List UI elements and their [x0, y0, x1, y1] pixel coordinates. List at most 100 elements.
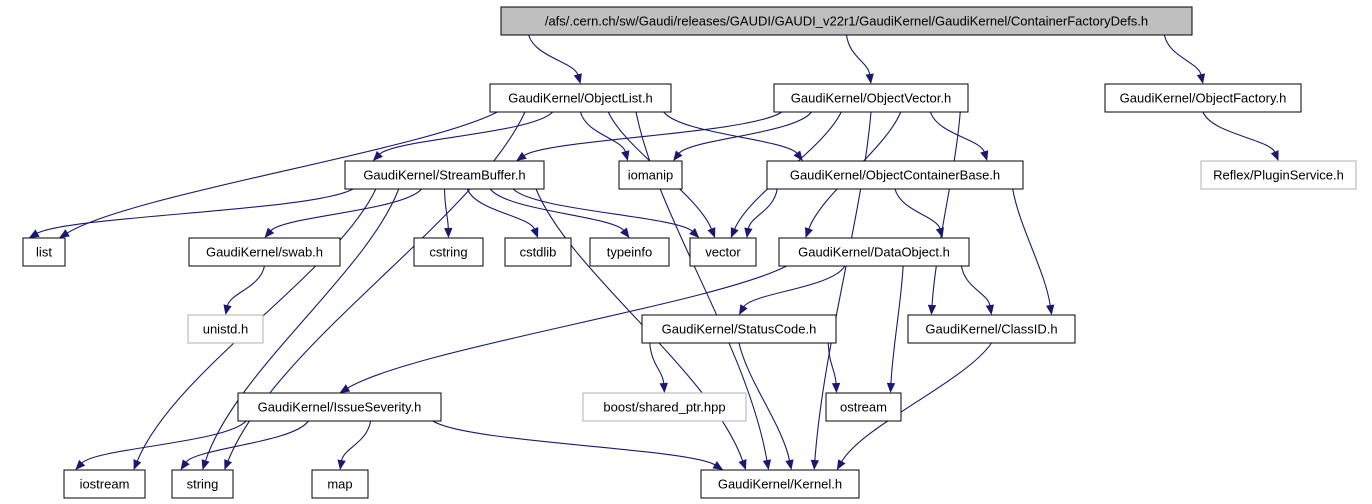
- node-list[interactable]: list: [22, 237, 66, 267]
- edge-streambuffer-to-cstring: [443, 188, 449, 229]
- node-label-objectlist: GaudiKernel/ObjectList.h: [508, 90, 653, 105]
- node-dataobject[interactable]: GaudiKernel/DataObject.h: [778, 237, 970, 267]
- node-box-boostsharedptr[interactable]: [582, 392, 747, 422]
- node-label-kernel: GaudiKernel/Kernel.h: [718, 476, 842, 491]
- edge-objectvector-to-streambuffer: [523, 111, 783, 157]
- node-objectcontainerbase[interactable]: GaudiKernel/ObjectContainerBase.h: [766, 160, 1024, 190]
- edge-objectlist-to-streambuffer: [378, 111, 554, 155]
- arrowhead-root-to-objectvector: [865, 73, 874, 84]
- edge-streambuffer-to-swab: [270, 188, 423, 232]
- arrowhead-objectcontainerbase-to-classid: [1046, 304, 1055, 315]
- node-label-string: string: [187, 476, 219, 491]
- node-iostream[interactable]: iostream: [63, 469, 146, 499]
- node-cstdlib[interactable]: cstdlib: [504, 237, 572, 267]
- arrowhead-objectlist-to-string: [224, 459, 233, 470]
- node-box-objectvector[interactable]: [773, 83, 969, 113]
- arrowhead-root-to-objectlist: [573, 73, 582, 84]
- node-box-iostream[interactable]: [63, 469, 146, 499]
- edge-objectlist-to-iomanip: [579, 111, 627, 153]
- edge-root-to-objectvector: [845, 34, 871, 76]
- node-box-swab[interactable]: [188, 237, 341, 267]
- node-boostsharedptr[interactable]: boost/shared_ptr.hpp: [582, 392, 747, 422]
- edge-objectlist-to-objectcontainerbase: [663, 111, 798, 155]
- edge-issueseverity-to-kernel: [432, 420, 716, 466]
- node-box-string[interactable]: [171, 469, 234, 499]
- edge-dataobject-to-statuscode: [743, 265, 846, 308]
- node-box-dataobject[interactable]: [778, 237, 970, 267]
- node-box-map[interactable]: [311, 469, 369, 499]
- edge-statuscode-to-ostream: [827, 342, 837, 384]
- arrowhead-statuscode-to-kernel: [785, 459, 794, 470]
- edge-issueseverity-to-map: [340, 420, 372, 462]
- node-box-iomanip[interactable]: [618, 160, 683, 190]
- node-cstring[interactable]: cstring: [413, 237, 484, 267]
- edge-streambuffer-to-string: [204, 188, 400, 462]
- node-reflexplugin[interactable]: Reflex/PluginService.h: [1200, 160, 1357, 190]
- node-objectlist[interactable]: GaudiKernel/ObjectList.h: [489, 83, 672, 113]
- edge-streambuffer-to-vector: [512, 188, 694, 232]
- node-swab[interactable]: GaudiKernel/swab.h: [188, 237, 341, 267]
- node-map[interactable]: map: [311, 469, 369, 499]
- node-box-classid[interactable]: [907, 314, 1076, 344]
- node-iomanip[interactable]: iomanip: [618, 160, 683, 190]
- arrowhead-objectvector-to-objectcontainerbase: [980, 150, 989, 161]
- arrowhead-statuscode-to-ostream: [831, 382, 841, 393]
- node-box-statuscode[interactable]: [641, 314, 837, 344]
- node-box-reflexplugin[interactable]: [1200, 160, 1357, 190]
- node-label-cstdlib: cstdlib: [520, 244, 557, 259]
- node-box-typeinfo[interactable]: [589, 237, 670, 267]
- node-streambuffer[interactable]: GaudiKernel/StreamBuffer.h: [344, 160, 545, 190]
- edge-objectvector-to-objectcontainerbase: [929, 111, 985, 153]
- edge-dataobject-to-ostream: [890, 265, 904, 384]
- node-label-issueseverity: GaudiKernel/IssueSeverity.h: [258, 399, 422, 414]
- node-layer: /afs/.cern.ch/sw/Gaudi/releases/GAUDI/GA…: [22, 6, 1357, 499]
- node-label-classid: GaudiKernel/ClassID.h: [925, 321, 1057, 336]
- node-statuscode[interactable]: GaudiKernel/StatusCode.h: [641, 314, 837, 344]
- edge-dataobject-to-issueseverity: [347, 265, 787, 389]
- arrowhead-objectcontainerbase-to-dataobject: [935, 227, 944, 238]
- node-box-cstring[interactable]: [413, 237, 484, 267]
- node-issueseverity[interactable]: GaudiKernel/IssueSeverity.h: [237, 392, 442, 422]
- node-objectfactory[interactable]: GaudiKernel/ObjectFactory.h: [1104, 83, 1302, 113]
- node-root[interactable]: /afs/.cern.ch/sw/Gaudi/releases/GAUDI/GA…: [500, 6, 1193, 36]
- arrowhead-dataobject-to-ostream: [886, 382, 896, 393]
- node-box-unistd[interactable]: [187, 314, 264, 344]
- node-kernel[interactable]: GaudiKernel/Kernel.h: [700, 469, 860, 499]
- edge-statuscode-to-boostsharedptr: [649, 342, 665, 384]
- edge-statuscode-to-kernel: [738, 342, 791, 462]
- node-box-ostream[interactable]: [825, 392, 902, 422]
- arrowhead-streambuffer-to-cstdlib: [530, 227, 539, 238]
- node-objectvector[interactable]: GaudiKernel/ObjectVector.h: [773, 83, 969, 113]
- node-box-list[interactable]: [22, 237, 66, 267]
- node-label-objectcontainerbase: GaudiKernel/ObjectContainerBase.h: [790, 167, 1000, 182]
- node-label-ostream: ostream: [840, 399, 887, 414]
- node-string[interactable]: string: [171, 469, 234, 499]
- arrowhead-classid-to-kernel: [836, 459, 846, 470]
- node-unistd[interactable]: unistd.h: [187, 314, 264, 344]
- node-box-issueseverity[interactable]: [237, 392, 442, 422]
- node-label-list: list: [36, 244, 52, 259]
- node-box-kernel[interactable]: [700, 469, 860, 499]
- arrowhead-objectlist-to-vector: [707, 227, 716, 238]
- arrowhead-objectlist-to-list: [59, 229, 70, 238]
- node-ostream[interactable]: ostream: [825, 392, 902, 422]
- node-box-objectfactory[interactable]: [1104, 83, 1302, 113]
- node-box-objectcontainerbase[interactable]: [766, 160, 1024, 190]
- arrowhead-dataobject-to-statuscode: [739, 304, 748, 315]
- arrowhead-objectlist-to-iomanip: [621, 150, 630, 161]
- node-vector[interactable]: vector: [689, 237, 757, 267]
- edge-streambuffer-to-kernel: [535, 188, 744, 462]
- node-box-vector[interactable]: [689, 237, 757, 267]
- node-label-objectfactory: GaudiKernel/ObjectFactory.h: [1120, 90, 1287, 105]
- arrowhead-objectvector-to-classid: [927, 304, 937, 315]
- node-box-objectlist[interactable]: [489, 83, 672, 113]
- node-box-cstdlib[interactable]: [504, 237, 572, 267]
- arrowhead-issueseverity-to-string: [180, 459, 190, 470]
- node-typeinfo[interactable]: typeinfo: [589, 237, 670, 267]
- node-classid[interactable]: GaudiKernel/ClassID.h: [907, 314, 1076, 344]
- node-box-streambuffer[interactable]: [344, 160, 545, 190]
- edge-swab-to-unistd: [226, 265, 266, 307]
- node-box-root[interactable]: [500, 6, 1193, 36]
